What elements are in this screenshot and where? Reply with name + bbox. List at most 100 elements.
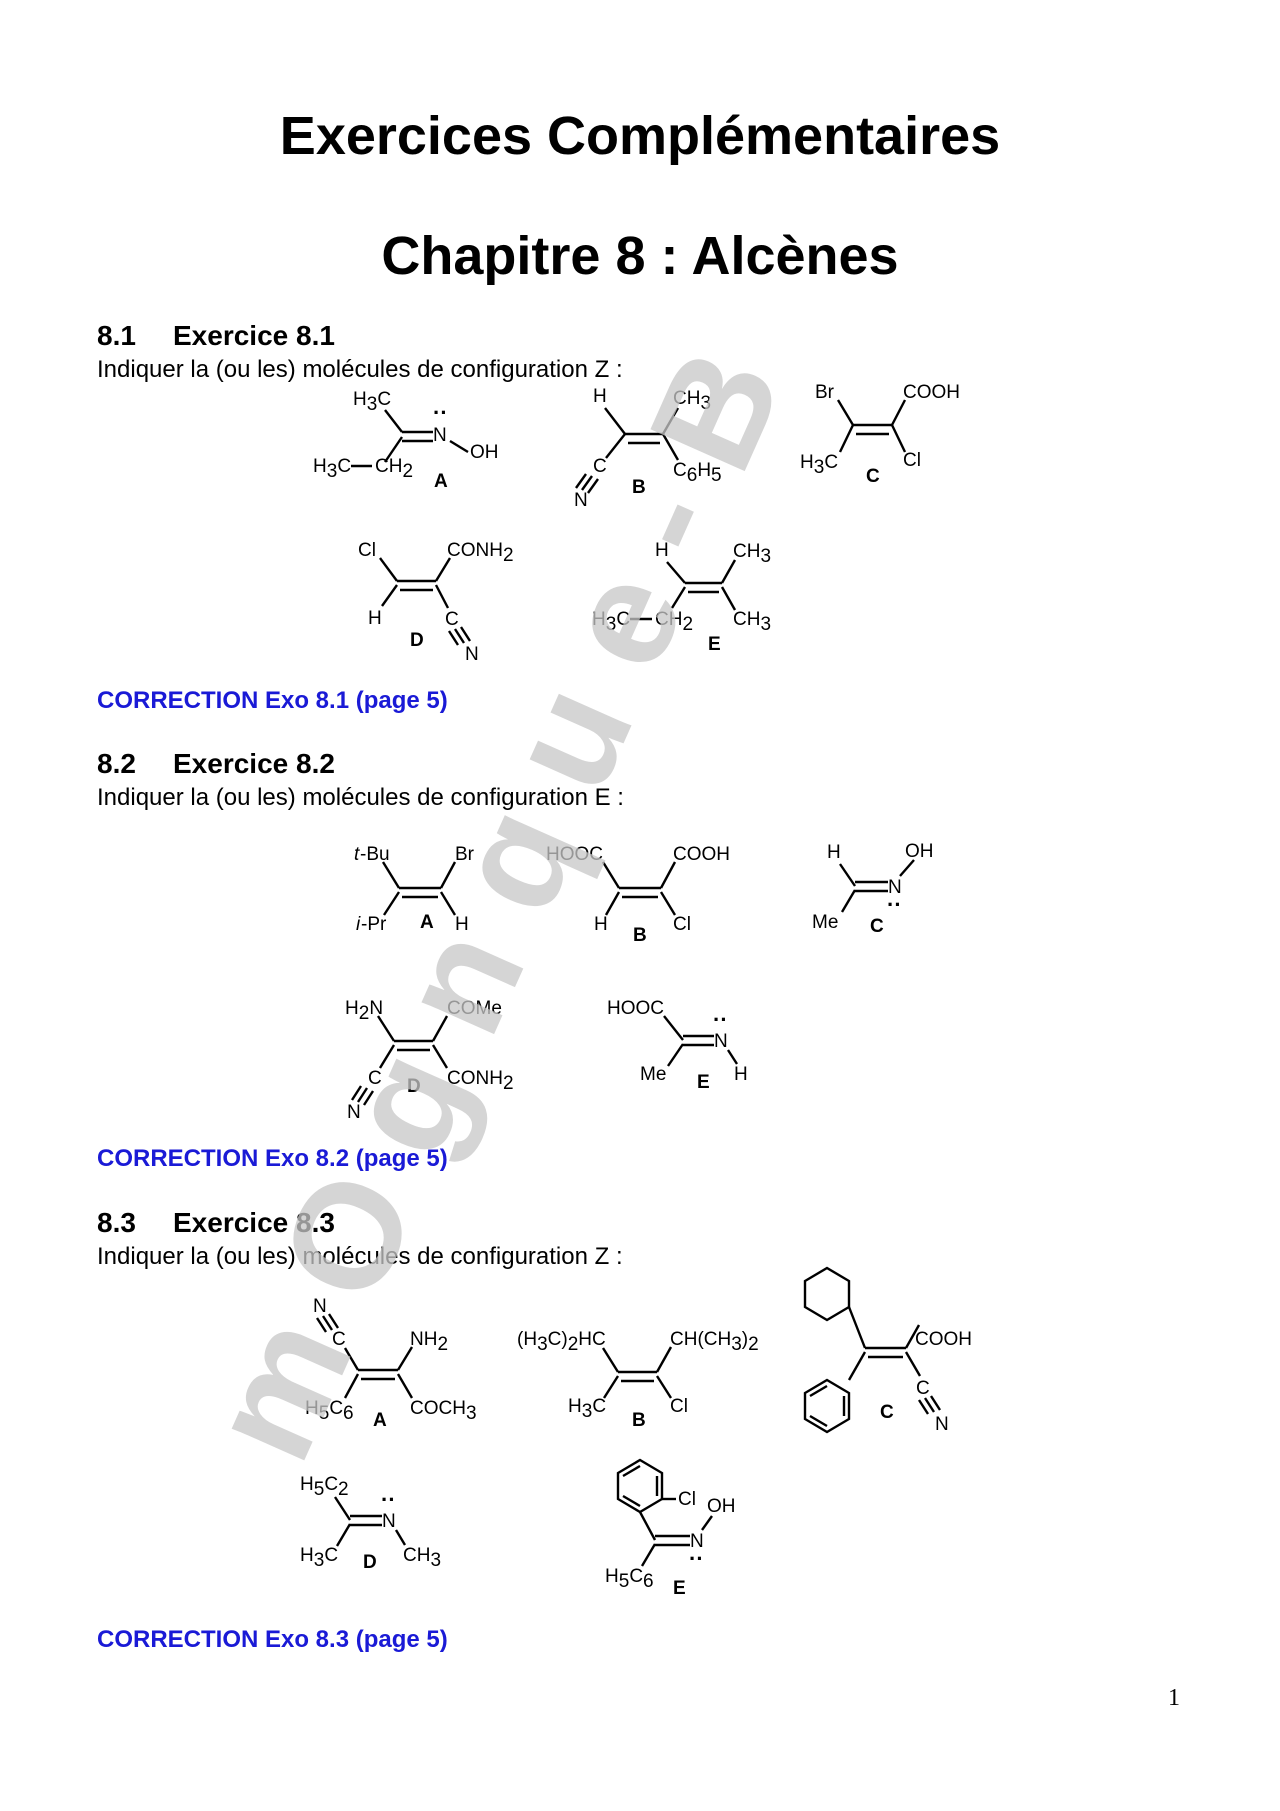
chapter-title: Chapitre 8 : Alcènes [381, 226, 899, 286]
molecule-8-1-C: Br COOH H3C Cl C [800, 382, 960, 487]
svg-text:Me: Me [812, 912, 838, 933]
svg-text:C6H5: C6H5 [673, 460, 722, 486]
svg-text:H: H [594, 914, 608, 935]
svg-text:H: H [655, 540, 669, 561]
molecule-8-1-E: H CH3 CH3 H3C CH2 E [592, 540, 771, 655]
svg-text:C: C [593, 456, 607, 477]
svg-text:COOH: COOH [903, 382, 960, 403]
svg-text:CONH2: CONH2 [447, 540, 514, 566]
svg-text:COCH3: COCH3 [410, 1398, 477, 1424]
svg-text:H: H [827, 842, 841, 863]
svg-text:N: N [465, 644, 479, 665]
molecule-8-1-B: H CH3 C6H5 C N B [574, 386, 722, 511]
molecule-label: E [673, 1578, 686, 1599]
svg-text:CH(CH3)2: CH(CH3)2 [670, 1329, 759, 1355]
svg-text:OH: OH [905, 841, 934, 862]
svg-text:··: ·· [381, 1487, 396, 1512]
svg-text:CH3: CH3 [673, 388, 711, 414]
molecule-8-2-C: H N ·· OH Me C [812, 841, 934, 937]
svg-text:H: H [368, 608, 382, 629]
section-title: Exercice 8.3 [173, 1207, 335, 1238]
svg-text:Cl: Cl [673, 914, 691, 935]
correction-link-8-3[interactable]: CORRECTION Exo 8.3 (page 5) [97, 1626, 448, 1653]
svg-text:··: ·· [887, 892, 902, 917]
svg-text:t: t [354, 844, 360, 865]
svg-text:H3C: H3C [313, 456, 351, 482]
svg-text:HOOC: HOOC [546, 844, 603, 865]
svg-text:N: N [935, 1414, 949, 1435]
svg-text:COMe: COMe [447, 998, 502, 1019]
molecule-label: D [410, 630, 424, 651]
svg-text:N: N [382, 1511, 396, 1532]
svg-text:H5C6: H5C6 [305, 1398, 354, 1424]
svg-text:Br: Br [455, 844, 475, 865]
svg-text:··: ·· [689, 1546, 704, 1571]
molecule-label: B [633, 925, 647, 946]
svg-text:Cl: Cl [678, 1489, 696, 1510]
molecule-label: C [870, 916, 884, 937]
molecule-8-2-A: t-Bu Br i-Pr H A [354, 844, 475, 935]
svg-text:HOOC: HOOC [607, 998, 664, 1019]
svg-text:H5C2: H5C2 [300, 1474, 349, 1500]
molecule-8-1-A: H3C N ·· OH H3C CH2 A [313, 389, 499, 492]
molecule-label: C [866, 466, 880, 487]
svg-text:N: N [888, 877, 902, 898]
molecule-8-2-D: H2N COMe CONH2 C N D [345, 998, 514, 1123]
correction-link-8-2[interactable]: CORRECTION Exo 8.2 (page 5) [97, 1145, 448, 1172]
svg-text:H3C: H3C [568, 1396, 606, 1422]
svg-text:OH: OH [707, 1496, 736, 1517]
molecule-label: A [373, 1410, 387, 1431]
section-number: 8.2 [97, 748, 136, 779]
svg-text:H2N: H2N [345, 998, 383, 1024]
section-instruction-8-1: Indiquer la (ou les) molécules de config… [97, 356, 623, 383]
molecule-label: C [880, 1402, 894, 1423]
molecule-8-1-D: Cl CONH2 H C N D [358, 540, 514, 665]
svg-text:N: N [433, 425, 447, 446]
svg-text:-Bu: -Bu [360, 844, 390, 865]
section-title: Exercice 8.2 [173, 748, 335, 779]
svg-text:··: ·· [713, 1007, 728, 1032]
svg-text:i: i [356, 914, 361, 935]
document-title: Exercices Complémentaires [279, 106, 1001, 166]
svg-text:N: N [714, 1031, 728, 1052]
molecule-8-2-E: HOOC N ·· H Me E [607, 998, 748, 1093]
section-number: 8.1 [97, 320, 136, 351]
svg-text:CH2: CH2 [655, 609, 693, 635]
section-number: 8.3 [97, 1207, 136, 1238]
page-number: 1 [1168, 1685, 1180, 1711]
correction-link-8-1[interactable]: CORRECTION Exo 8.1 (page 5) [97, 687, 448, 714]
svg-text:COOH: COOH [915, 1329, 972, 1350]
svg-text:H: H [593, 386, 607, 407]
molecule-8-3-A: N C NH2 H5C6 COCH3 A [305, 1296, 477, 1431]
molecule-label: B [632, 477, 646, 498]
svg-text:C: C [445, 609, 459, 630]
svg-text:N: N [574, 490, 588, 511]
molecule-label: E [708, 634, 721, 655]
molecule-label: A [420, 912, 434, 933]
svg-text:N: N [313, 1296, 327, 1317]
molecule-label: A [434, 471, 448, 492]
svg-text:CH2: CH2 [375, 456, 413, 482]
svg-text:··: ·· [433, 400, 448, 425]
svg-text:H: H [734, 1064, 748, 1085]
section-heading-8-3: 8.3 Exercice 8.3 [97, 1207, 335, 1239]
svg-text:H5C6: H5C6 [605, 1566, 654, 1592]
svg-text:C: C [332, 1329, 346, 1350]
molecule-label: E [697, 1072, 710, 1093]
benzene-ring [803, 1378, 851, 1434]
svg-text:N: N [347, 1102, 361, 1123]
svg-text:Me: Me [640, 1064, 666, 1085]
svg-text:N: N [690, 1531, 704, 1552]
svg-text:Cl: Cl [670, 1396, 688, 1417]
svg-text:CH3: CH3 [733, 609, 771, 635]
svg-text:Cl: Cl [358, 540, 376, 561]
molecule-label: D [407, 1076, 421, 1097]
svg-text:Br: Br [815, 382, 835, 403]
molecule-8-3-C: COOH C N C [803, 1266, 972, 1435]
svg-text:C: C [916, 1378, 930, 1399]
section-heading-8-2: 8.2 Exercice 8.2 [97, 748, 335, 780]
svg-text:COOH: COOH [673, 844, 730, 865]
benzene-ring [616, 1458, 664, 1514]
